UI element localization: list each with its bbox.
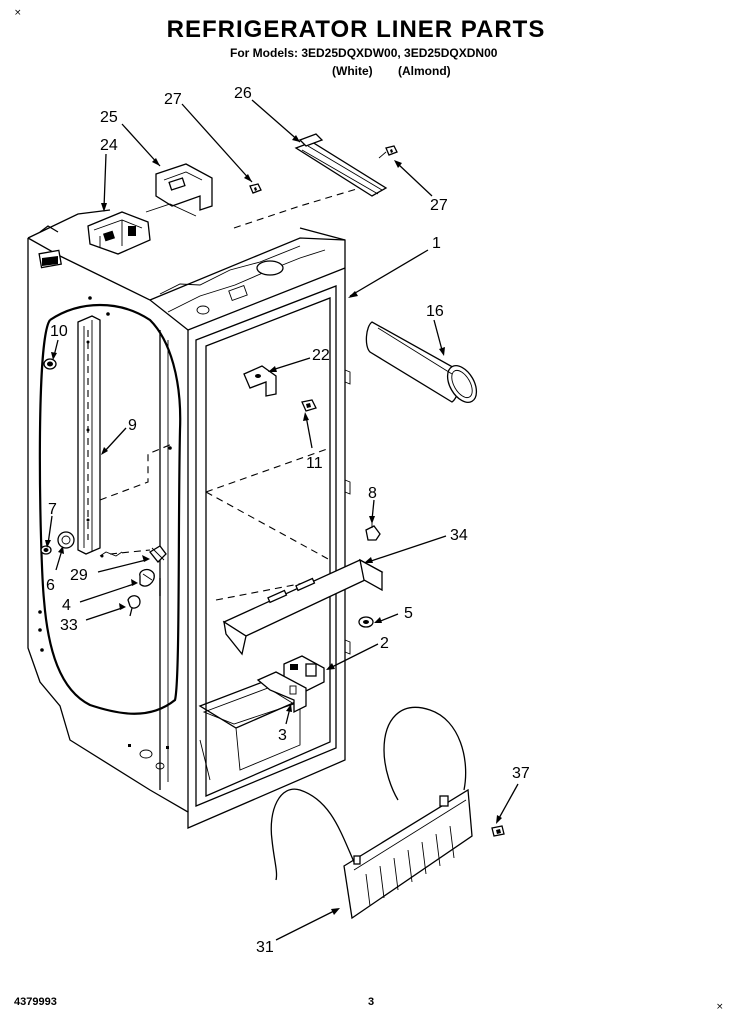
part-10-clip [43,358,57,370]
callout-6: 6 [46,577,55,594]
part-31-heater [270,706,473,920]
color-labels: (White) (Almond) [332,64,451,78]
callout-25: 25 [100,109,118,126]
part-16-tube [365,321,478,403]
leader-lines [45,99,519,941]
color-almond-label: (Almond) [398,64,451,78]
callout-11: 11 [306,455,323,472]
callout-4: 4 [62,597,71,614]
callout-27-top: 27 [164,91,182,108]
callout-labels: 25 27 26 24 27 1 16 10 22 9 11 8 7 34 29… [46,85,530,956]
part-11-screw [301,399,317,412]
part-24-housing [87,211,151,255]
callout-5: 5 [404,605,413,622]
callout-3: 3 [278,727,287,744]
callout-27-right: 27 [430,197,448,214]
callout-26: 26 [234,85,252,102]
callout-24: 24 [100,137,118,154]
callout-7: 7 [48,501,57,518]
part-22-bracket [243,365,277,397]
part-8-clip [365,520,381,541]
callout-1: 1 [432,235,441,252]
color-white-label: (White) [332,64,373,78]
part-29-4-33 [99,545,167,617]
page-title: REFRIGERATOR LINER PARTS [166,16,546,43]
model-numbers: For Models: 3ED25DQXDW00, 3ED25DQXDN00 [230,46,498,60]
callout-34: 34 [450,527,468,544]
part-27-screws [249,145,398,194]
callout-37: 37 [512,765,530,782]
part-9-rail [77,315,101,555]
part-34-shelf [222,558,384,656]
callout-22: 22 [312,347,330,364]
callout-33: 33 [60,617,78,634]
part-6-7-fasteners [40,531,75,555]
callout-16: 16 [426,303,444,320]
document-number: 4379993 [14,996,57,1008]
callout-10: 10 [50,323,68,340]
callout-31: 31 [256,939,274,956]
corner-mark-top-left: × [14,8,22,18]
callout-2: 2 [380,635,389,652]
part-3-bracket [256,671,307,714]
callout-8: 8 [368,485,377,502]
callout-9: 9 [128,417,137,434]
part-25-bracket [145,163,213,217]
part-5-nut [358,616,374,628]
page-number: 3 [368,996,375,1008]
part-37-screw [491,825,505,837]
corner-mark-bottom-right: × [716,1002,724,1012]
part-26-rail [294,133,388,197]
callout-29: 29 [70,567,88,584]
